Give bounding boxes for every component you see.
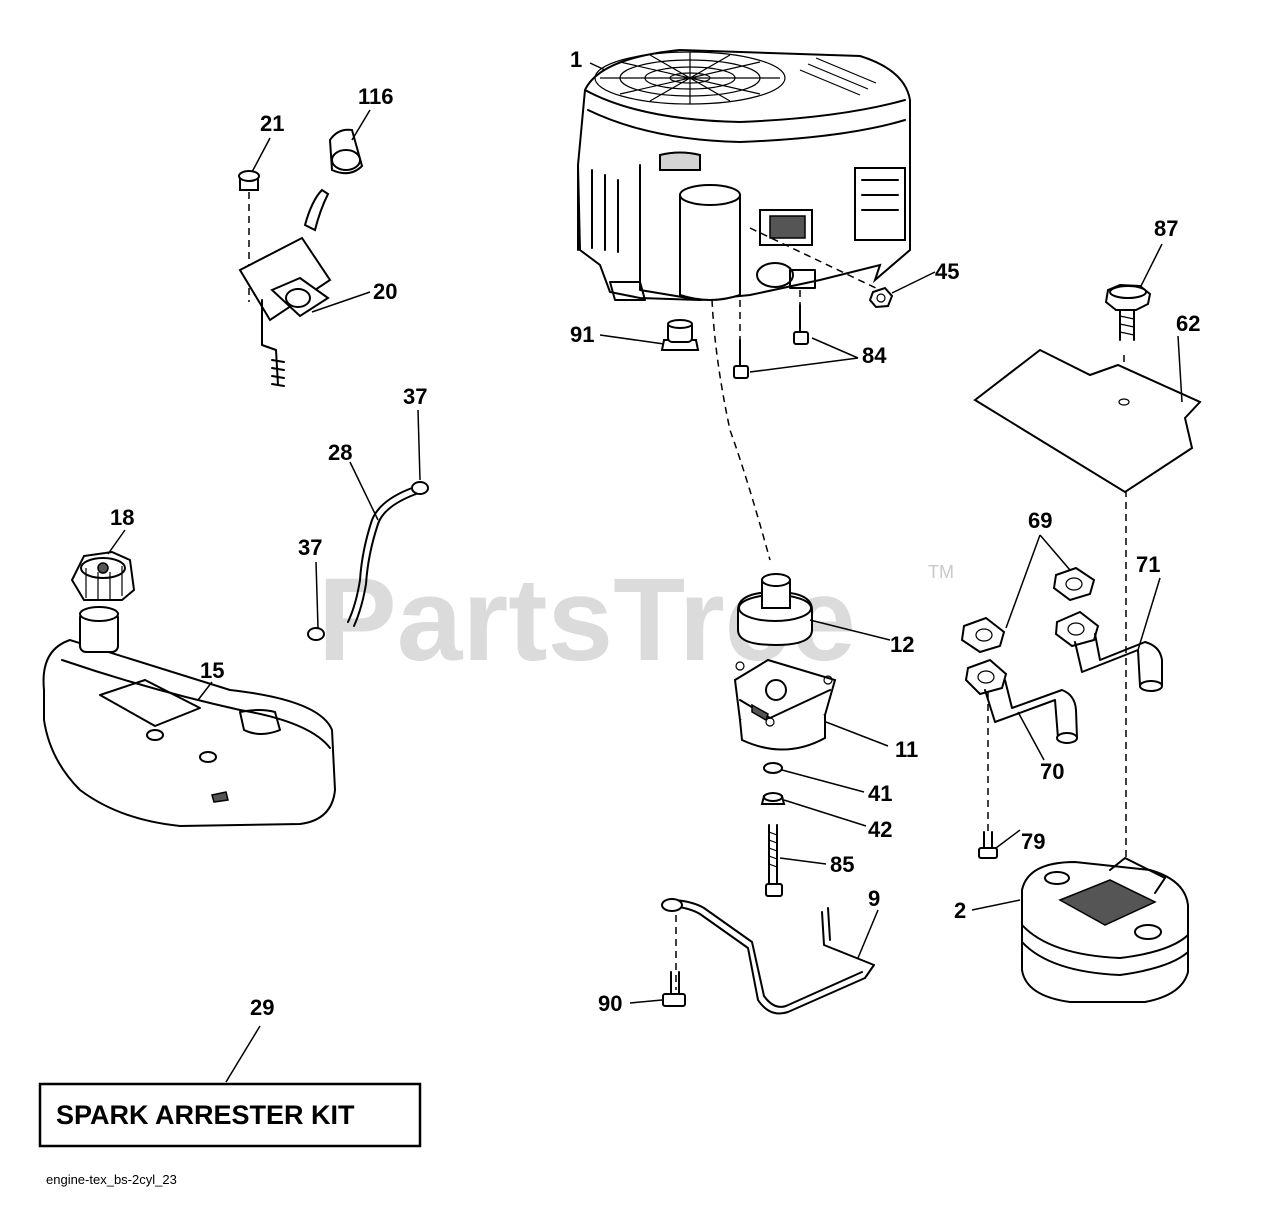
bolts-84 <box>733 290 809 379</box>
callout-84: 84 <box>862 343 887 368</box>
rod-9 <box>661 898 875 1015</box>
callout-116: 116 <box>358 84 394 109</box>
callout-9: 9 <box>868 886 880 911</box>
fuel-tank-icon <box>42 606 337 828</box>
callout-42: 42 <box>868 817 892 842</box>
fuel-cap-icon <box>70 550 136 601</box>
muffler-icon <box>1021 857 1189 1003</box>
callout-21: 21 <box>260 111 284 136</box>
gaskets-69 <box>960 566 1096 654</box>
callout-91: 91 <box>570 322 594 347</box>
callout-37-bottom: 37 <box>298 535 322 560</box>
callout-69: 69 <box>1028 508 1052 533</box>
callout-41: 41 <box>868 781 892 806</box>
exhaust-pipes <box>964 610 1163 744</box>
align-line-engine <box>711 299 771 561</box>
adapter-91 <box>660 319 700 351</box>
callout-85: 85 <box>830 852 854 877</box>
callout-numbers: 1 116 21 20 45 91 84 87 62 37 28 37 18 1… <box>110 47 1200 1020</box>
drawing-code: engine-tex_bs-2cyl_23 <box>46 1172 177 1187</box>
callout-2: 2 <box>954 898 966 923</box>
engine-icon <box>576 48 911 302</box>
nut-45 <box>868 286 894 309</box>
align-line-45 <box>749 227 881 291</box>
watermark-tm: TM <box>928 562 954 582</box>
shield-62 <box>973 348 1202 494</box>
callout-12: 12 <box>890 632 914 657</box>
fuel-hose <box>307 481 429 641</box>
clutch-icon <box>733 658 837 751</box>
bolt-79 <box>978 831 998 859</box>
callout-79: 79 <box>1021 829 1045 854</box>
callout-90: 90 <box>598 991 622 1016</box>
callout-18: 18 <box>110 505 134 530</box>
spark-arrester-kit-label: SPARK ARRESTER KIT <box>56 1100 355 1130</box>
callout-70: 70 <box>1040 759 1064 784</box>
washers-bolt <box>760 762 786 897</box>
callout-1: 1 <box>570 47 582 72</box>
callout-28: 28 <box>328 440 352 465</box>
callout-87: 87 <box>1154 216 1178 241</box>
callout-71: 71 <box>1136 552 1160 577</box>
callout-45: 45 <box>935 259 959 284</box>
callout-15: 15 <box>200 658 224 683</box>
callout-62: 62 <box>1176 311 1200 336</box>
callout-11: 11 <box>895 737 918 762</box>
callout-29: 29 <box>250 995 274 1020</box>
bolt-90 <box>662 971 686 1007</box>
throttle-control <box>238 128 364 387</box>
pulley-icon <box>737 573 813 647</box>
leader-lines <box>107 62 1183 1083</box>
knob-87 <box>1104 283 1152 341</box>
callout-37-top: 37 <box>403 384 427 409</box>
spark-arrester-kit-box: SPARK ARRESTER KIT <box>38 1082 422 1148</box>
callout-20: 20 <box>373 279 397 304</box>
